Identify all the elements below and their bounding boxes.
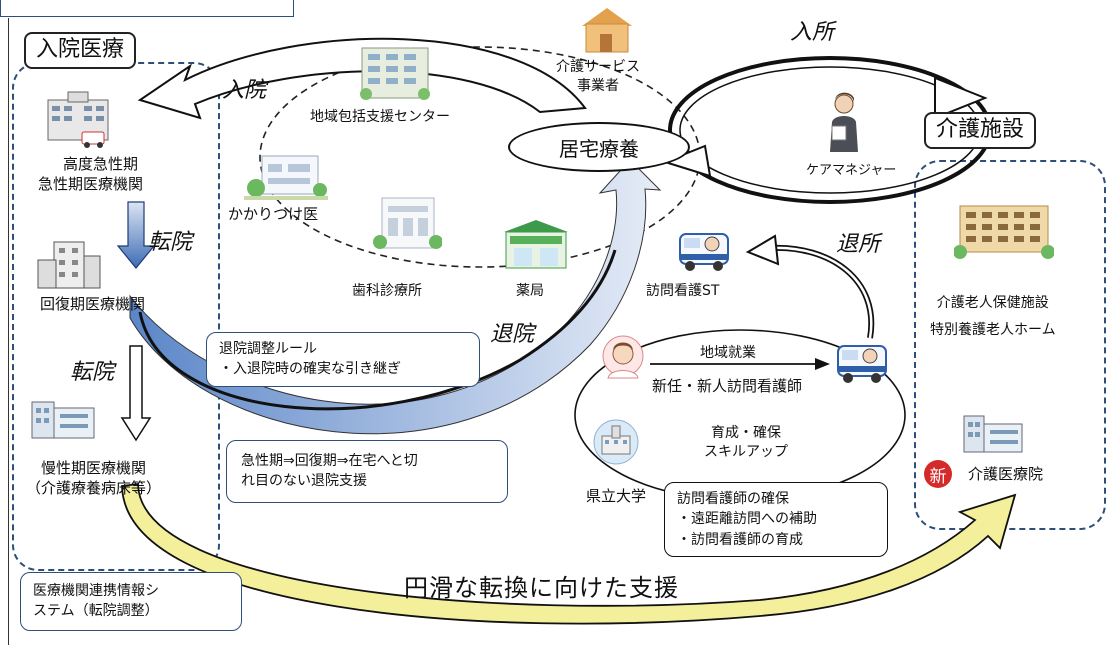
visiting-nurse-car-icon [679, 233, 729, 271]
info-system-line-2: ステム（転院調整） [33, 603, 159, 620]
discharge-label: 退院 [490, 322, 535, 347]
nurse-secure-note: 訪問看護師の確保 ・遠距離訪問への補助 ・訪問看護師の育成 [664, 482, 888, 557]
seamless-line-1: 急性期⇒回復期⇒在宅へと切 [241, 453, 418, 469]
dental-clinic-label: 歯科診療所 [352, 283, 422, 299]
seamless-support-note: 急性期⇒回復期⇒在宅へと切 れ目のない退院支援 [226, 440, 508, 503]
training-line-1: 育成・確保 [711, 425, 781, 441]
care-facility-region [914, 160, 1106, 530]
training-line-2: スキルアップ [704, 443, 788, 460]
visiting-nursing-label: 訪問看護ST [646, 283, 720, 299]
nurse-secure-line-2: ・遠距離訪問への補助 [677, 511, 817, 528]
home-care-oval: 居宅療養 [508, 122, 690, 172]
nurse-to-st-arrow [769, 244, 875, 339]
transfer-arrow-1 [116, 201, 156, 269]
hospital-icon [47, 91, 109, 148]
new-facility-label: 介護医療院 [968, 465, 1044, 483]
transfer-arrow-2 [120, 345, 152, 442]
community-center-icon [360, 47, 430, 100]
recovery-hospital-label: 回復期医療機関 [40, 295, 146, 313]
enter-label: 入所 [790, 20, 835, 45]
return-flow-outline [138, 249, 617, 411]
nurse-icon [602, 335, 644, 379]
regional-work-label: 地域就業 [700, 345, 756, 361]
conversion-support-arrow [121, 482, 1017, 625]
care-service-line-2: 事業者 [577, 77, 619, 94]
admission-arrow [137, 37, 587, 120]
care-service-label: 介護サービス 事業者 [556, 58, 640, 96]
discharge-arrow [129, 159, 662, 435]
left-border-line [8, 18, 9, 645]
pharmacy-label: 薬局 [516, 283, 544, 299]
new-badge-text: 新 [929, 466, 947, 487]
care-facility-label: 介護老人保健施設 特別養護老人ホーム [930, 294, 1056, 340]
family-clinic-icon [244, 155, 328, 200]
admission-label: 入院 [222, 78, 267, 103]
acute-line-2: 急性期医療機関 [38, 175, 144, 194]
visiting-car-right-icon [837, 345, 887, 383]
care-manager-label: ケアマネジャー [806, 163, 897, 178]
info-system-line-1: 医療機関連携情報シ [33, 583, 159, 599]
conversion-support-label: 円滑な転換に向けた支援 [404, 574, 679, 602]
top-left-box-edge [0, 0, 294, 17]
training-label: 育成・確保 スキルアップ [704, 424, 788, 462]
care-facility-title: 介護施設 [924, 112, 1037, 149]
pharmacy-icon [504, 220, 568, 269]
transfer-label-1: 転院 [148, 230, 193, 255]
recovery-hospital-icon [37, 241, 101, 289]
family-doctor-label: かかりつけ医 [228, 205, 319, 223]
chronic-line-1: 慢性期医療機関 [41, 459, 147, 477]
inpatient-title: 入院医療 [24, 32, 137, 69]
care-service-house-icon [582, 8, 632, 53]
discharge-rule-line-2: ・入退院時の確実な引き継ぎ [219, 361, 401, 378]
discharge-rule-line-1: 退院調整ルール [219, 341, 317, 357]
chronic-hospital-label: 慢性期医療機関 （介護療養病床等） [26, 458, 161, 499]
university-label: 県立大学 [586, 487, 647, 505]
acute-line-1: 高度急性期 [63, 155, 139, 173]
info-system-note: 医療機関連携情報シ ステム（転院調整） [20, 572, 242, 631]
community-center-label: 地域包括支援センター [310, 109, 450, 125]
care-manager-icon [830, 92, 858, 152]
home-care-label: 居宅療養 [559, 136, 639, 161]
care-medical-building-icon [963, 415, 1023, 453]
new-badge: 新 [924, 460, 952, 488]
enter-arrowhead [934, 76, 988, 120]
seamless-line-2: れ目のない退院支援 [241, 473, 367, 490]
discharge-rule-note: 退院調整ルール ・入退院時の確実な引き継ぎ [206, 332, 480, 387]
university-icon [593, 419, 639, 465]
transfer-label-2: 転院 [70, 360, 115, 385]
acute-hospital-label: 高度急性期 急性期医療機関 [38, 154, 143, 195]
chronic-line-2: （介護療養病床等） [26, 479, 162, 498]
facility-line-1: 介護老人保健施設 [936, 295, 1049, 311]
nurse-secure-line-1: 訪問看護師の確保 [677, 491, 789, 507]
new-nurse-label: 新任・新人訪問看護師 [652, 377, 803, 395]
care-facility-building-icon [954, 205, 1054, 259]
chronic-hospital-icon [31, 401, 95, 439]
facility-line-2: 特別養護老人ホーム [930, 321, 1056, 338]
leave-label: 退所 [836, 232, 881, 257]
dental-clinic-icon [373, 197, 442, 249]
nurse-secure-line-3: ・訪問看護師の育成 [677, 531, 803, 548]
care-service-line-1: 介護サービス [556, 59, 640, 75]
